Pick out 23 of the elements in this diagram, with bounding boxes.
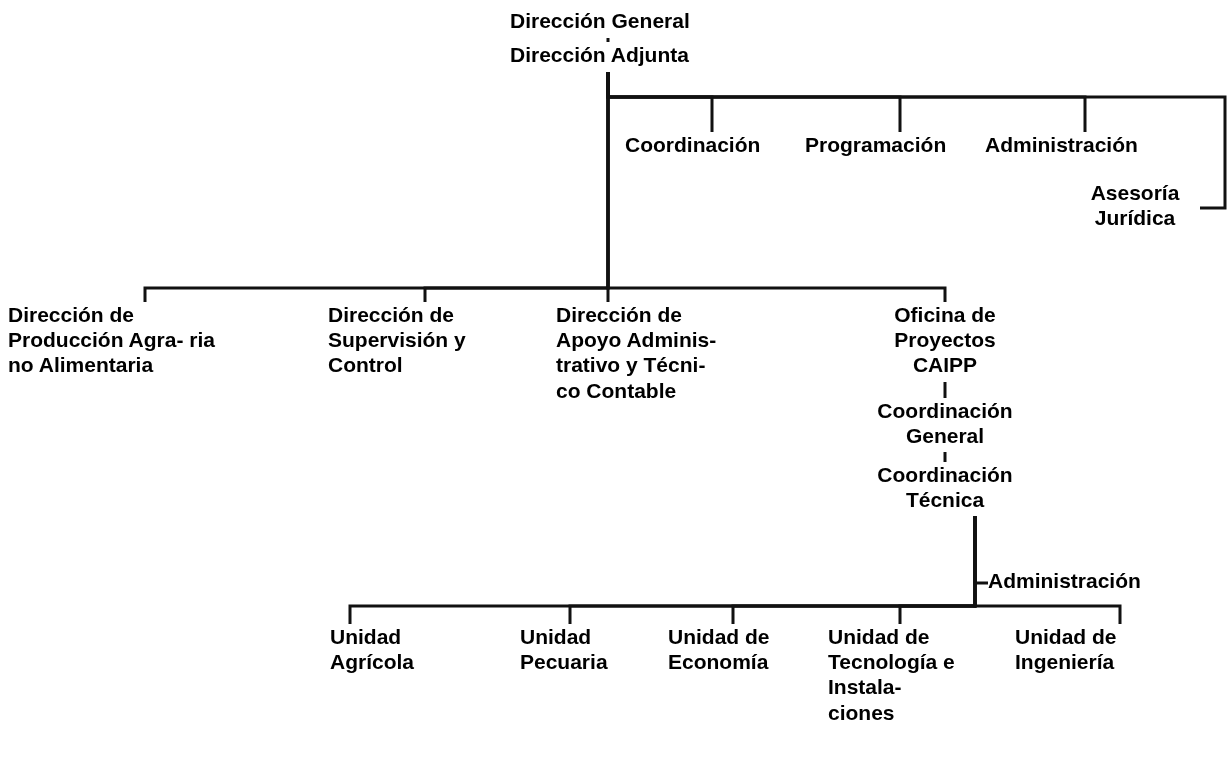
unit-label: Coordinación Técnica bbox=[876, 462, 1014, 513]
unit-label: Dirección de Producción Agra- ria no Alimentaria bbox=[8, 302, 216, 378]
connector-line bbox=[606, 38, 610, 42]
unit-label: Coordinación bbox=[625, 132, 761, 158]
connector-line bbox=[973, 516, 1122, 624]
unit-label: Dirección de Apoyo Adminis- trativo y Técni- co Contable bbox=[556, 302, 718, 403]
unit-label: Dirección de Supervisión y Control bbox=[328, 302, 467, 378]
unit-label: Administración bbox=[985, 132, 1138, 158]
connector-line bbox=[606, 72, 947, 302]
unit-label: Unidad de Ingeniería bbox=[1015, 624, 1118, 675]
unit-label: Coordinación General bbox=[876, 398, 1014, 449]
unit-label: Unidad de Economía bbox=[668, 624, 771, 675]
unit-label: Unidad Agrícola bbox=[330, 624, 416, 675]
unit-label: Unidad Pecuaria bbox=[520, 624, 609, 675]
connector-line bbox=[943, 382, 947, 398]
unit-label: Administración bbox=[988, 568, 1141, 594]
unit-label: Unidad de Tecnología e Instala- ciones bbox=[828, 624, 956, 725]
unit-label: Dirección General bbox=[510, 8, 690, 34]
unit-label: Dirección Adjunta bbox=[510, 42, 689, 68]
connector-line bbox=[943, 452, 947, 462]
unit-label: Asesoría Jurídica bbox=[1089, 180, 1181, 231]
unit-label: Oficina de Proyectos CAIPP bbox=[893, 302, 997, 378]
unit-label: Programación bbox=[805, 132, 947, 158]
